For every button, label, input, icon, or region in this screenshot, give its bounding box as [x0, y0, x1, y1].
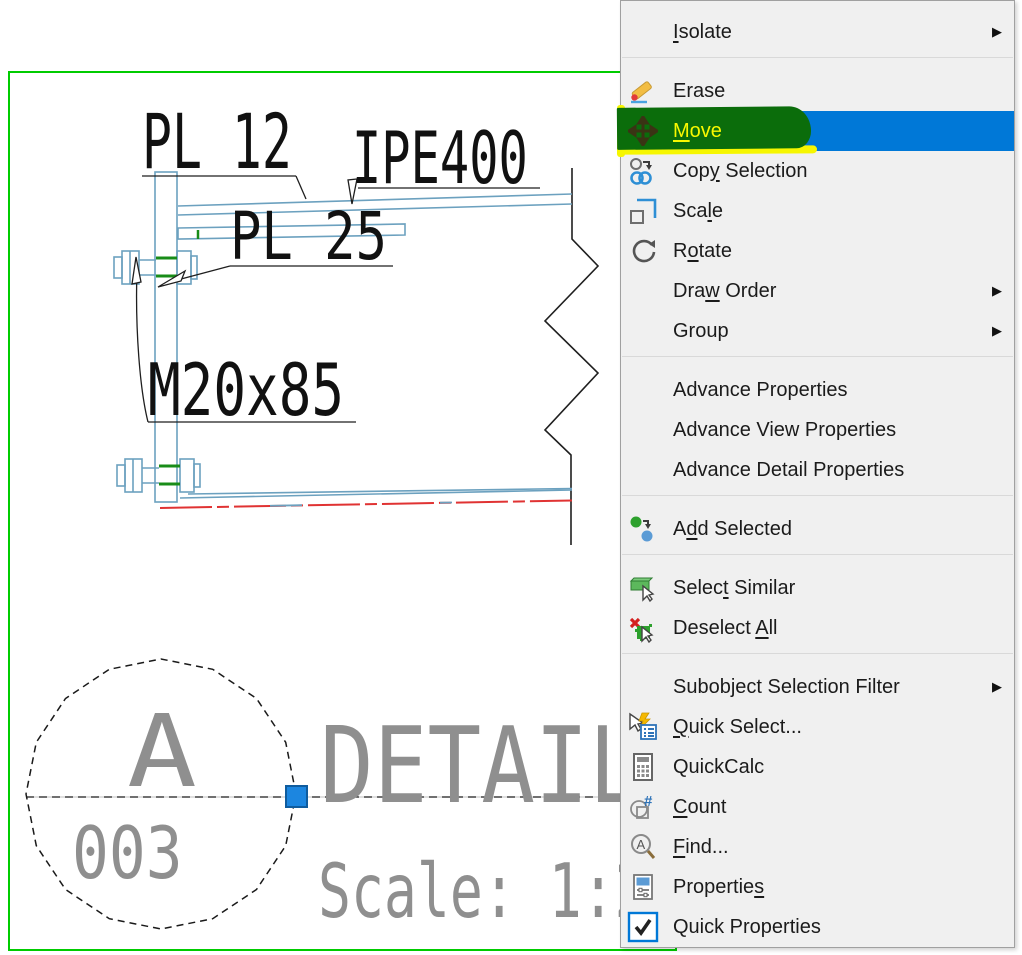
quickcalc-icon — [626, 750, 660, 784]
menu-item-move[interactable]: Move — [616, 105, 1014, 157]
add-selected-icon — [626, 512, 660, 546]
svg-text:#: # — [644, 793, 653, 810]
menu-item-scale[interactable]: Scale — [621, 191, 1014, 231]
copy-selection-icon — [626, 154, 660, 188]
menu-separator — [622, 57, 1013, 58]
menu-item-quick-properties[interactable]: Quick Properties — [621, 907, 1014, 947]
label-bolt[interactable]: M20x85 — [148, 348, 345, 432]
menu-item-advance-properties[interactable]: Advance Properties — [673, 378, 848, 401]
count-icon: # — [626, 790, 660, 824]
submenu-arrow-icon: ▶ — [992, 679, 1002, 694]
submenu-arrow-icon: ▶ — [992, 323, 1002, 338]
menu-item-copy-selection[interactable]: Copy Selection — [621, 151, 1014, 191]
submenu-arrow-icon: ▶ — [992, 283, 1002, 298]
properties-icon — [626, 870, 660, 904]
rotate-icon — [626, 234, 660, 268]
callout-circle[interactable] — [25, 658, 297, 930]
callout-title[interactable]: DETAIL — [320, 705, 643, 827]
selection-grip[interactable] — [285, 785, 308, 808]
menu-separator — [622, 653, 1013, 654]
menu-item-quick-select[interactable]: Quick Select... — [621, 707, 1014, 747]
break-line[interactable] — [543, 168, 600, 545]
beam-top-flange[interactable] — [177, 193, 573, 207]
menu-item-advance-view-properties[interactable]: Advance View Properties — [673, 418, 897, 441]
menu-item-quickcalc[interactable]: QuickCalc — [621, 747, 1014, 787]
context-menu: Isolate ▶ Erase — [616, 0, 1015, 948]
beam-bottom-flange[interactable] — [179, 489, 573, 499]
menu-item-deselect-all[interactable]: Deselect All — [621, 608, 1014, 648]
menu-item-properties[interactable]: Properties — [621, 867, 1014, 907]
menu-separator — [622, 356, 1013, 357]
svg-text:A: A — [637, 837, 646, 852]
erase-icon — [626, 74, 660, 108]
label-plate-top[interactable]: PL 12 — [142, 97, 292, 186]
menu-item-isolate[interactable]: Isolate ▶ — [673, 20, 1002, 43]
scale-icon — [626, 194, 660, 228]
menu-item-add-selected[interactable]: Add Selected — [621, 509, 1014, 549]
menu-item-erase[interactable]: Erase — [621, 71, 1014, 111]
plate-pl25[interactable] — [177, 223, 406, 240]
menu-separator — [622, 495, 1013, 496]
menu-item-subobject-selection-filter[interactable]: Subobject Selection Filter ▶ — [673, 675, 1002, 698]
label-beam[interactable]: IPE400 — [352, 116, 528, 200]
select-similar-icon — [626, 571, 660, 605]
menu-item-group[interactable]: Group ▶ — [673, 319, 1002, 342]
menu-separator — [622, 554, 1013, 555]
menu-item-draw-order[interactable]: Draw Order ▶ — [673, 279, 1002, 302]
menu-item-advance-detail-properties[interactable]: Advance Detail Properties — [673, 458, 905, 481]
menu-item-select-similar[interactable]: Select Similar — [621, 568, 1014, 608]
menu-item-count[interactable]: # Count — [621, 787, 1014, 827]
centerline[interactable] — [159, 499, 573, 509]
submenu-arrow-icon: ▶ — [992, 24, 1002, 39]
quick-select-icon — [626, 710, 660, 744]
end-plate[interactable] — [154, 171, 178, 503]
callout-letter[interactable]: A — [127, 693, 197, 810]
bolt-lower[interactable] — [115, 457, 202, 494]
deselect-all-icon — [626, 611, 660, 645]
move-icon — [626, 114, 660, 148]
find-icon: A — [626, 830, 660, 864]
label-plate-mid[interactable]: PL 25 — [230, 198, 387, 275]
menu-item-find[interactable]: A Find... — [621, 827, 1014, 867]
callout-number[interactable]: 003 — [72, 811, 183, 895]
quick-properties-checkbox[interactable] — [626, 910, 660, 944]
menu-item-rotate[interactable]: Rotate — [621, 231, 1014, 271]
